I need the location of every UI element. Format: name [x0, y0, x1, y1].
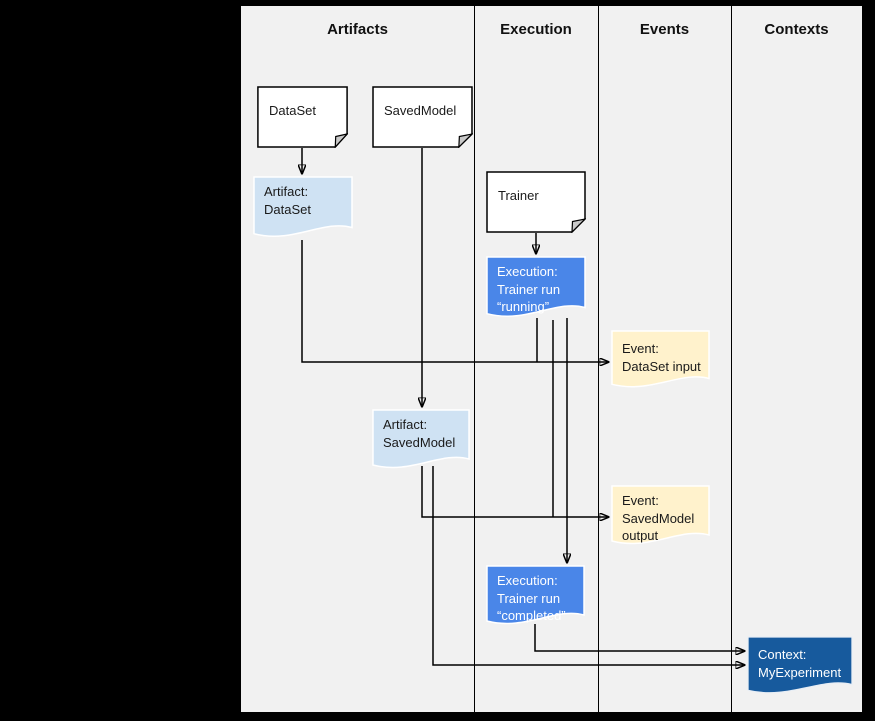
node-exec-running: Execution: Trainer run “running” [486, 256, 586, 324]
document-shape [486, 171, 586, 233]
node-savedmodel: SavedModel [372, 86, 473, 148]
node-artifact-savedmodel: Artifact: SavedModel [372, 409, 470, 475]
connector-layer [241, 148, 862, 712]
node-artifact-dataset: Artifact: DataSet [253, 176, 353, 244]
node-dataset: DataSet [257, 86, 348, 148]
document-shape [372, 86, 473, 148]
wave-shape [486, 565, 585, 631]
document-shape [257, 86, 348, 148]
lane-header-artifacts: Artifacts [327, 21, 388, 38]
connector-exec-completed-to-context [534, 624, 744, 651]
wave-shape [253, 176, 353, 244]
lane-header-contexts: Contexts [764, 21, 829, 38]
connector-artifact-savedmodel-to-event-output [421, 466, 608, 517]
node-context-myexperiment: Context: MyExperiment [747, 636, 853, 700]
lane-header-execution: Execution [500, 21, 572, 38]
lane-divider-2 [598, 6, 599, 712]
wave-shape [611, 330, 710, 394]
swimlane-canvas: Artifacts Execution Events Contexts [241, 6, 862, 712]
wave-shape [611, 485, 710, 551]
connector-artifact-savedmodel-to-context [432, 466, 744, 665]
wave-shape [372, 409, 470, 475]
lane-divider-1 [474, 6, 475, 712]
node-event-dataset-input: Event: DataSet input [611, 330, 710, 394]
lane-header-events: Events [639, 21, 690, 38]
wave-shape [747, 636, 853, 700]
wave-shape [486, 256, 586, 324]
node-exec-completed: Execution: Trainer run “completed” [486, 565, 585, 631]
node-trainer: Trainer [486, 171, 586, 233]
connector-artifact-dataset-to-event-input [301, 240, 608, 362]
node-event-savedmodel-output: Event: SavedModel output [611, 485, 710, 551]
lane-divider-3 [731, 6, 732, 712]
